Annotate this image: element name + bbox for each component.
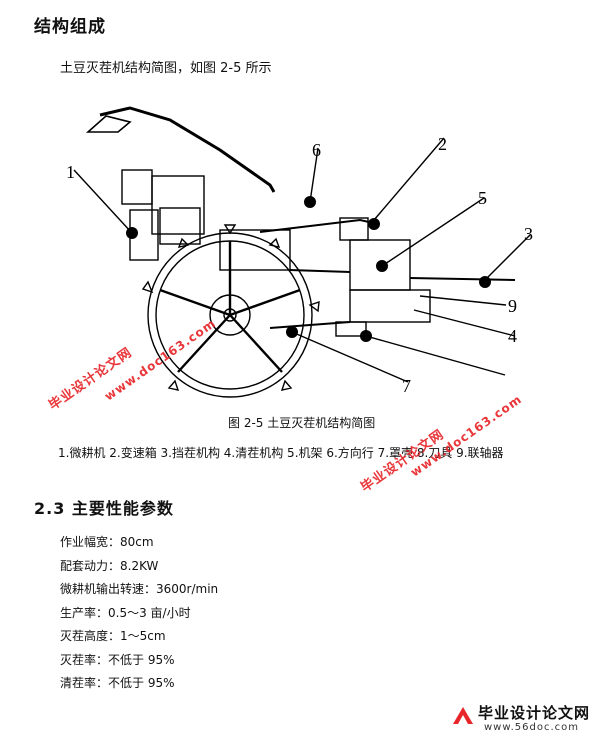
param-item: 清茬率：不低于 95% [60,676,175,690]
section-title: 2.3 主要性能参数 [34,499,174,518]
figure-legend: 1.微耕机 2.变速箱 3.挡茬机构 4.清茬机构 5.机架 6.方向行 7.罩… [58,446,504,460]
param-item: 生产率：0.5～3 亩/小时 [60,605,191,620]
footer-url: www.56doc.com [484,722,580,733]
section-heading: 结构组成 [34,17,106,37]
label-9: 9 [508,296,517,316]
label-2: 2 [438,134,447,154]
param-item: 微耕机输出转速：3600r/min [60,582,219,596]
label-3: 3 [524,224,533,244]
label-1: 1 [66,162,75,182]
parameter-list: 作业幅宽：80cm 配套动力：8.2KW 微耕机输出转速：3600r/min 生… [60,532,218,697]
param-item: 配套动力：8.2KW [60,558,159,573]
param-item: 作业幅宽：80cm [60,535,154,549]
footer-brand: 毕业设计论文网 [478,704,591,722]
param-item: 灭茬率：不低于 95% [60,652,175,667]
param-item: 灭茬高度：1～5cm [60,629,166,643]
label-6: 6 [312,140,321,160]
structure-diagram: 1 2 3 4 5 6 7 9 [66,106,533,398]
logo-icon [453,707,473,724]
label-4: 4 [508,326,517,346]
label-7: 7 [402,376,411,396]
label-5: 5 [478,188,487,208]
intro-paragraph: 土豆灭茬机结构简图，如图 2-5 所示 [60,61,272,76]
figure-caption: 图 2-5 土豆灭茬机结构简图 [228,416,376,430]
footer-logo: 毕业设计论文网 www.56doc.com [448,700,606,736]
